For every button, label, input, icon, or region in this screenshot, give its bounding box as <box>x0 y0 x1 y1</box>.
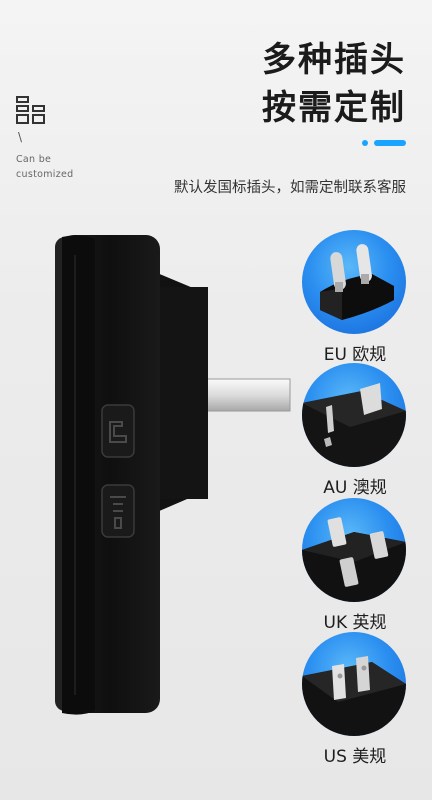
side-button-top <box>101 404 135 458</box>
au-plug-icon <box>302 383 406 467</box>
accent-decoration <box>362 140 406 146</box>
plug-label-eu: EU 欧规 <box>323 345 387 365</box>
adapter-prong <box>204 378 291 412</box>
eu-plug-icon <box>320 244 394 320</box>
page-title-line2: 按需定制 <box>262 88 406 128</box>
page-title-line1: 多种插头 <box>262 40 406 80</box>
side-slash: \ <box>18 130 23 144</box>
plug-label-uk: UK 英规 <box>323 613 387 633</box>
plug-label-au: AU 澳规 <box>323 478 387 498</box>
grid-logo-icon <box>16 96 45 124</box>
power-adapter-illustration <box>55 235 291 715</box>
side-caption-line1: Can be <box>16 154 52 165</box>
plug-label-us: US 美规 <box>323 747 387 767</box>
subtitle: 默认发国标插头，如需定制联系客服 <box>174 180 406 196</box>
side-caption-line2: customized <box>16 169 74 180</box>
side-caption: Can be customized <box>16 152 74 182</box>
us-plug-icon <box>302 656 406 736</box>
uk-plug-icon <box>302 517 406 602</box>
